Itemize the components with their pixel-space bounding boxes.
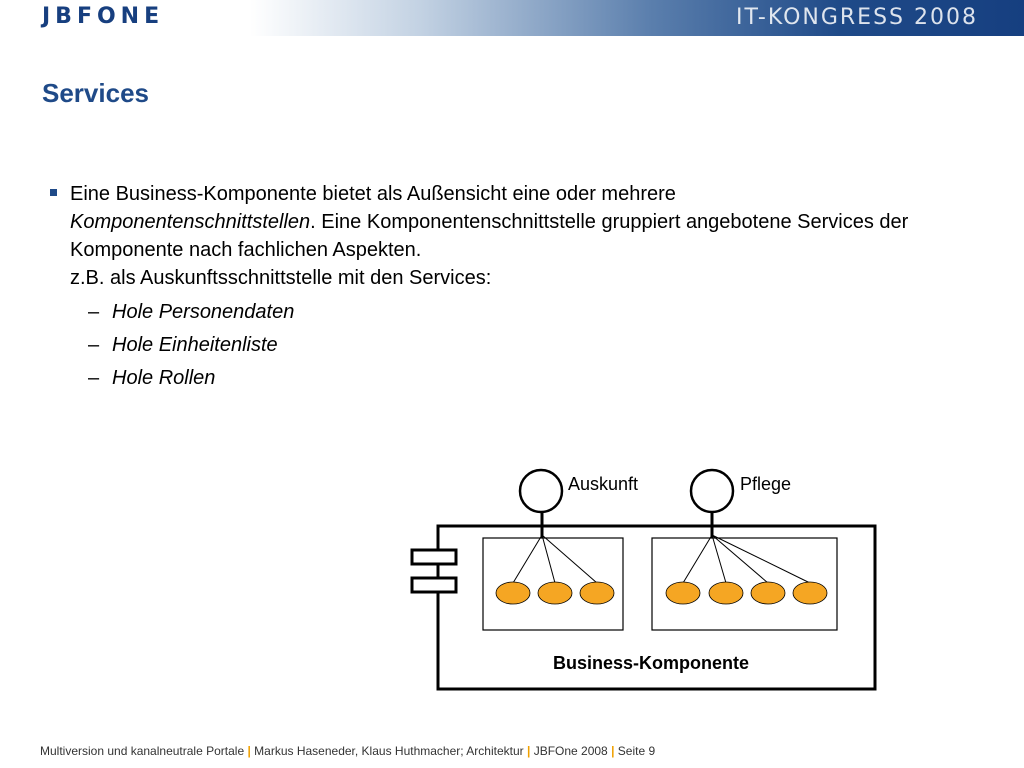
- footer-title: Multiversion und kanalneutrale Portale: [40, 744, 245, 758]
- interface-lollipop-icon: [689, 468, 735, 514]
- footer-page-number: Seite 9: [617, 744, 656, 758]
- bullet-item: Eine Business-Komponente bietet als Auße…: [50, 180, 950, 292]
- slide-content: Eine Business-Komponente bietet als Auße…: [50, 180, 950, 395]
- slide-title: Services: [42, 78, 149, 108]
- service-connector: [512, 534, 543, 584]
- service-connector: [711, 534, 811, 584]
- square-bullet-icon: [50, 189, 57, 196]
- service-label: Hole Personendaten: [112, 301, 295, 323]
- footer-separator: |: [247, 744, 251, 758]
- dash-icon: –: [88, 367, 100, 389]
- event-title: IT-KONGRESS 2008: [736, 5, 978, 30]
- service-connector: [541, 534, 598, 584]
- bullet-text-3: z.B. als Auskunftsschnittstelle mit den …: [70, 267, 492, 289]
- service-connector: [541, 534, 556, 584]
- service-node-icon: [750, 581, 786, 605]
- component-box: [436, 524, 877, 691]
- service-label: Hole Einheitenliste: [112, 334, 278, 356]
- interface-label-auskunft: Auskunft: [568, 474, 638, 494]
- interface-group-box: [482, 537, 624, 631]
- service-node-icon: [665, 581, 701, 605]
- footer-event: JBFOne 2008: [533, 744, 608, 758]
- bullet-text-1: Eine Business-Komponente bietet als Auße…: [70, 183, 676, 205]
- list-item: –Hole Rollen: [50, 362, 950, 395]
- service-connector: [711, 534, 727, 584]
- dash-icon: –: [88, 301, 100, 323]
- header-bar: JBFONE IT-KONGRESS 2008: [0, 0, 1024, 36]
- list-item: –Hole Einheitenliste: [50, 329, 950, 362]
- jbfone-logo: JBFONE: [42, 4, 165, 29]
- footer-authors: Markus Haseneder, Klaus Huthmacher; Arch…: [254, 744, 524, 758]
- footer-separator: |: [611, 744, 615, 758]
- component-tab-icon: [410, 576, 458, 594]
- bullet-text-2: . Eine Komponentenschnittstelle gruppier…: [70, 211, 909, 261]
- footer-separator: |: [526, 744, 531, 758]
- service-node-icon: [537, 581, 573, 605]
- service-node-icon: [495, 581, 531, 605]
- service-node-icon: [792, 581, 828, 605]
- interface-lollipop-icon: [518, 468, 564, 514]
- service-connector: [711, 534, 769, 584]
- component-tab-icon: [410, 548, 458, 566]
- service-connector: [682, 534, 713, 584]
- service-label: Hole Rollen: [112, 367, 216, 389]
- dash-icon: –: [88, 334, 100, 356]
- interface-label-pflege: Pflege: [740, 474, 791, 494]
- footer: Multiversion und kanalneutrale Portale |…: [40, 744, 655, 758]
- service-node-icon: [579, 581, 615, 605]
- component-label: Business-Komponente: [553, 653, 749, 673]
- service-node-icon: [708, 581, 744, 605]
- bullet-emphasis: Komponentenschnittstellen: [70, 211, 311, 233]
- service-list: –Hole Personendaten –Hole Einheitenliste…: [50, 296, 950, 395]
- list-item: –Hole Personendaten: [50, 296, 950, 329]
- interface-group-box: [651, 537, 838, 631]
